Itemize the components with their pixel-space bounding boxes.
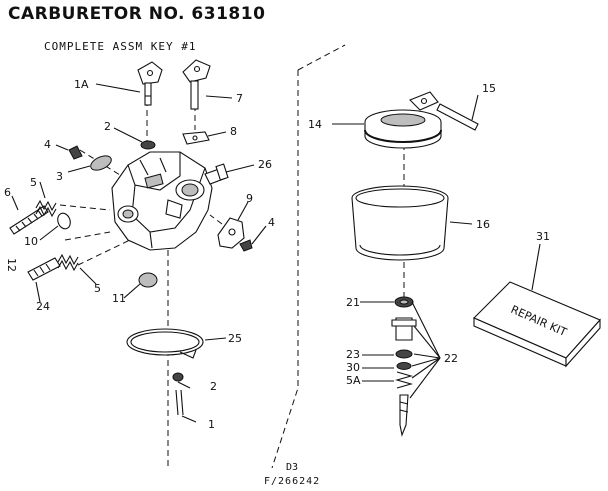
callout-labels: 1A 7 2 8 4 3 5 6 10 12 24 5 11 26 9 4 25… <box>4 78 550 431</box>
part-31-repair-kit: REPAIR KIT <box>473 281 601 368</box>
bowl-nut-assembly <box>391 317 417 437</box>
diagram-subtitle: COMPLETE ASSM KEY #1 <box>44 40 197 53</box>
callout-5-lower: 5 <box>94 282 101 295</box>
part-3-disc <box>90 155 112 171</box>
callout-31: 31 <box>536 230 550 243</box>
part-6-needle-screw <box>9 205 49 235</box>
carburetor-body <box>111 151 213 251</box>
part-11-plug <box>138 272 158 288</box>
part-10-washer <box>57 212 71 230</box>
callout-5A: 5A <box>346 374 361 387</box>
callout-22: 22 <box>444 352 458 365</box>
callout-30: 30 <box>346 361 360 374</box>
callout-7: 7 <box>236 92 243 105</box>
callout-10: 10 <box>24 235 38 248</box>
callout-14: 14 <box>308 118 322 131</box>
part-4-screw-right <box>239 239 253 252</box>
part-8-bracket <box>182 131 210 145</box>
callout-15: 15 <box>482 82 496 95</box>
callout-1A: 1A <box>74 78 89 91</box>
callout-9: 9 <box>246 192 253 205</box>
callout-26: 26 <box>258 158 272 171</box>
part-25-gasket <box>126 328 204 359</box>
part-5-spring <box>35 199 57 218</box>
callout-11: 11 <box>112 292 126 305</box>
diagram-title: CARBURETOR NO. 631810 <box>8 4 266 24</box>
callout-8: 8 <box>230 125 237 138</box>
callout-16: 16 <box>476 218 490 231</box>
callout-25: 25 <box>228 332 242 345</box>
part-24-idle-screw <box>27 257 61 281</box>
callout-4-right: 4 <box>268 216 275 229</box>
part-5-spring-lower <box>57 253 79 272</box>
footer-part-ref: F/266242 <box>264 476 321 487</box>
part-26-fitting <box>204 163 229 185</box>
footer-code: D3 <box>286 462 299 473</box>
part-1A-throttle-lever <box>137 61 163 106</box>
part-2-seal <box>140 140 156 150</box>
leader-lines <box>11 83 541 423</box>
part-7-choke-lever <box>182 59 211 110</box>
part-2-lower-seal <box>172 372 184 382</box>
callout-1: 1 <box>208 418 215 431</box>
part-4-screw <box>68 145 83 160</box>
callout-3: 3 <box>56 170 63 183</box>
part-15-pin <box>436 103 479 131</box>
assembly-guide-lines <box>59 44 405 470</box>
callout-24: 24 <box>36 300 50 313</box>
part-1-shaft <box>175 389 184 416</box>
part-21-washer <box>394 296 414 308</box>
callout-6: 6 <box>4 186 11 199</box>
part-9-bracket <box>217 217 245 249</box>
callout-2-lower: 2 <box>210 380 217 393</box>
callout-5: 5 <box>30 176 37 189</box>
callout-2: 2 <box>104 120 111 133</box>
callout-23: 23 <box>346 348 360 361</box>
callout-12: 12 <box>5 258 18 272</box>
callout-4: 4 <box>44 138 51 151</box>
callout-21: 21 <box>346 296 360 309</box>
part-16-bowl <box>351 185 449 261</box>
part-14-float <box>364 91 442 149</box>
